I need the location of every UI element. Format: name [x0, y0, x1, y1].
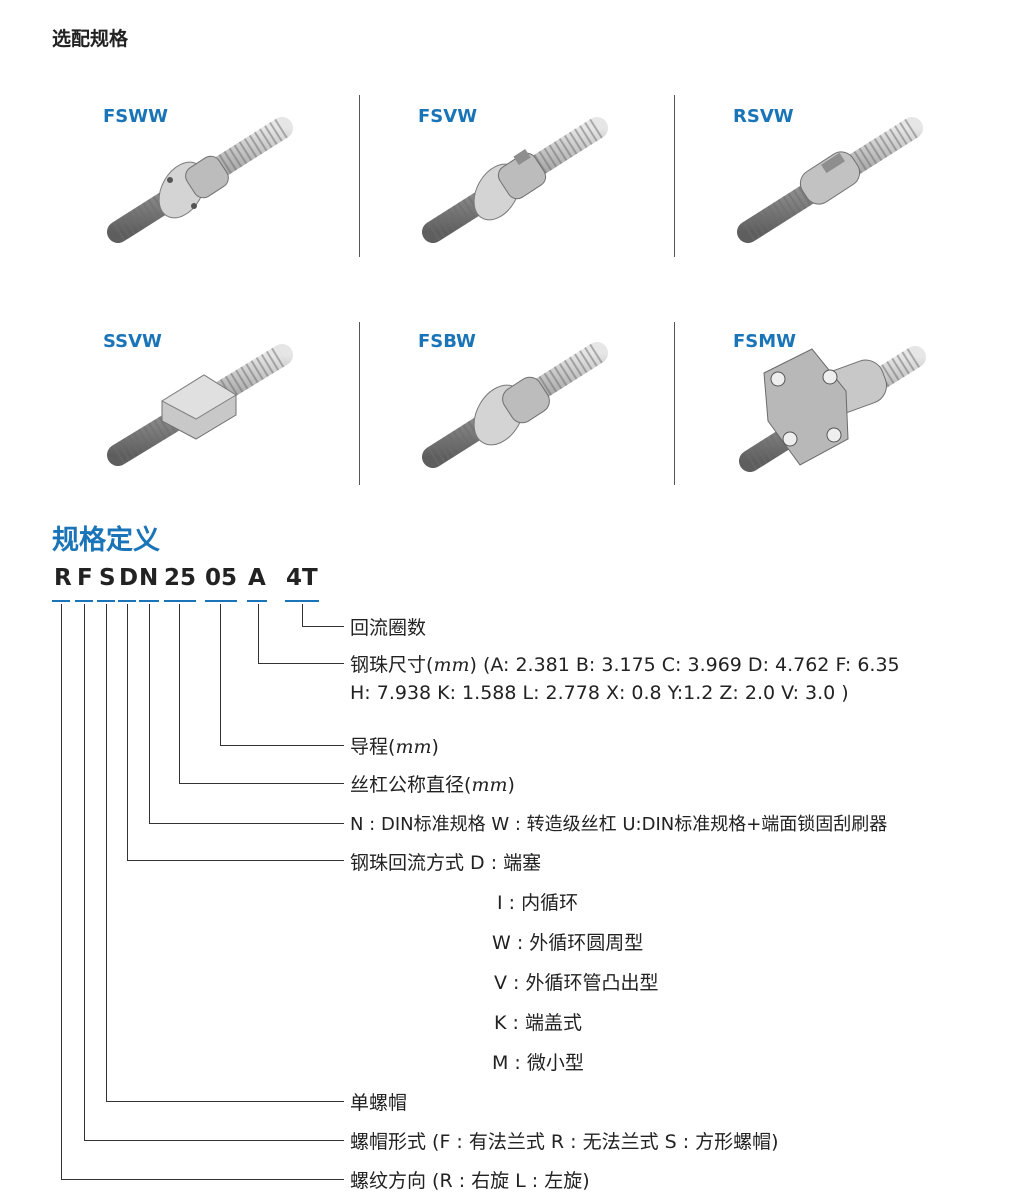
column-divider	[674, 95, 675, 257]
code-underline	[139, 600, 159, 602]
desc-thread-dir: 螺纹方向 (R : 右旋 L : 左旋)	[350, 1170, 590, 1192]
code-part-nut-form: F	[77, 565, 93, 591]
code-part-single-nut: S	[99, 565, 116, 591]
code-part-diameter: 25	[164, 565, 197, 591]
desc-standard: N : DIN标准规格 W : 转造级丝杠 U:DIN标准规格+端面锁固刮刷器	[350, 814, 888, 835]
leader-line	[302, 604, 303, 626]
ball-screw-image	[737, 117, 923, 243]
desc-recirc-option: V : 外循环管凸出型	[494, 972, 659, 994]
code-underline	[75, 600, 93, 602]
code-part-ball-size: A	[248, 565, 266, 591]
product-model-label: RSVW	[733, 106, 794, 127]
code-part-lead: 05	[205, 565, 238, 591]
product-model-label: FSBW	[418, 331, 476, 352]
ball-screw-image	[739, 346, 926, 472]
code-underline	[247, 600, 267, 602]
leader-line	[149, 823, 344, 824]
leader-line	[302, 626, 344, 627]
ball-screw-image	[107, 344, 293, 466]
desc-recirc-option: K : 端盖式	[494, 1012, 582, 1034]
desc-recirc: 钢珠回流方式 D : 端塞	[350, 852, 542, 874]
code-underline	[164, 600, 196, 602]
desc-diameter-label: 丝杠公称直径	[350, 774, 465, 796]
leader-line	[220, 745, 344, 746]
leader-line	[127, 860, 344, 861]
product-model-label: FSVW	[418, 106, 478, 127]
desc-lead-label: 导程	[350, 736, 389, 758]
desc-diameter-unit: mm	[471, 774, 508, 796]
leader-line	[220, 604, 221, 745]
code-part-thread-dir: R	[54, 565, 72, 591]
ball-screw-image	[107, 117, 293, 243]
ball-screw-image	[422, 342, 608, 468]
desc-ball-size-values-2: H: 7.938 K: 1.588 L: 2.778 X: 0.8 Y:1.2 …	[350, 682, 849, 704]
leader-line	[106, 604, 107, 1101]
desc-ball-size: 钢珠尺寸(mm) (A: 2.381 B: 3.175 C: 3.969 D: …	[350, 654, 900, 676]
desc-ball-size-values: (A: 2.381 B: 3.175 C: 3.969 D: 4.762 F: …	[482, 654, 900, 676]
leader-line	[179, 604, 180, 783]
code-underline	[205, 600, 237, 602]
leader-line	[179, 783, 344, 784]
ball-screw-image	[422, 117, 608, 243]
leader-line	[127, 604, 128, 860]
leader-line	[61, 604, 62, 1179]
code-underline	[118, 600, 136, 602]
code-part-recirc: D	[119, 565, 139, 591]
desc-lead-unit: mm	[395, 736, 432, 758]
column-divider	[359, 95, 360, 257]
desc-diameter: 丝杠公称直径(mm)	[350, 774, 515, 796]
desc-ball-size-unit: mm	[433, 654, 470, 676]
leader-line	[84, 1140, 344, 1141]
code-underline	[285, 600, 319, 602]
section-title: 选配规格	[52, 28, 129, 50]
code-underline	[97, 600, 115, 602]
code-part-turns: 4T	[286, 565, 318, 591]
leader-line	[106, 1101, 344, 1102]
desc-nut-form: 螺帽形式 (F : 有法兰式 R : 无法兰式 S : 方形螺帽)	[350, 1131, 779, 1153]
desc-lead: 导程(mm)	[350, 736, 439, 758]
desc-recirc-option: W : 外循环圆周型	[492, 932, 644, 954]
desc-recirc-option: M : 微小型	[492, 1052, 584, 1074]
product-model-label: FSWW	[103, 106, 168, 127]
desc-single-nut: 单螺帽	[350, 1092, 408, 1114]
leader-line	[84, 604, 85, 1140]
column-divider	[674, 322, 675, 485]
desc-recirc-option: I : 内循环	[497, 892, 579, 914]
product-model-label: FSMW	[733, 331, 797, 352]
leader-line	[149, 604, 150, 823]
code-part-standard: N	[139, 565, 159, 591]
desc-ball-size-label: 钢珠尺寸	[350, 654, 427, 676]
code-underline	[52, 600, 70, 602]
leader-line	[258, 663, 344, 664]
leader-line	[258, 604, 259, 663]
product-model-label: SSVW	[103, 331, 162, 352]
definition-title: 规格定义	[52, 525, 160, 556]
leader-line	[61, 1179, 344, 1180]
desc-turns: 回流圈数	[350, 617, 427, 639]
column-divider	[359, 322, 360, 485]
